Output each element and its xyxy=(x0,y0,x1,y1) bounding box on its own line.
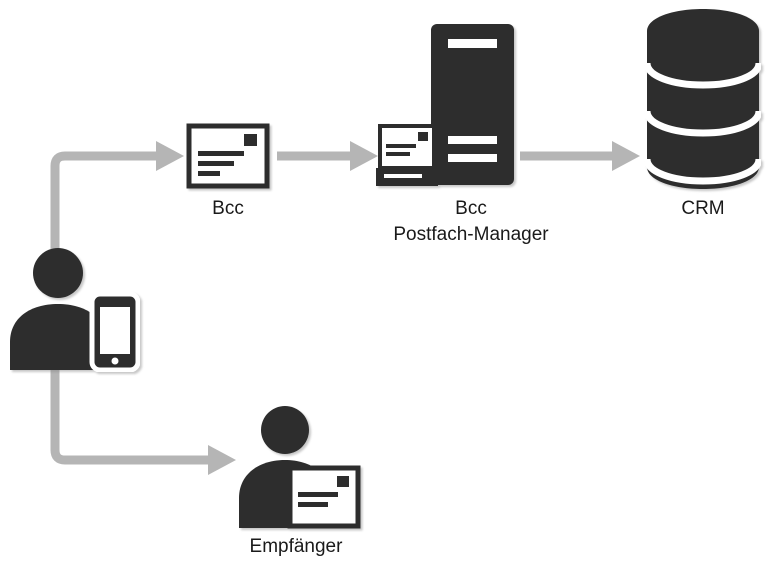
recipient-node xyxy=(238,404,362,534)
sender-node xyxy=(8,246,140,372)
crm-label: CRM xyxy=(681,198,725,219)
bcc-mail-label: Bcc xyxy=(212,198,244,219)
arrowhead-to-manager xyxy=(350,141,378,171)
arrowhead-to-bcc xyxy=(156,141,184,171)
envelope-icon xyxy=(186,123,270,189)
crm-node xyxy=(645,7,761,191)
bcc-mail-node xyxy=(186,123,270,189)
person-with-envelope-icon xyxy=(239,406,361,529)
manager-node xyxy=(376,24,516,190)
manager-label-line2: Postfach-Manager xyxy=(393,224,549,245)
server-with-mail-icon xyxy=(376,24,514,186)
arrow-sender-to-recipient xyxy=(50,370,208,465)
person-with-phone-icon xyxy=(10,248,140,372)
manager-label-line1: Bcc xyxy=(455,198,487,219)
arrowhead-to-crm xyxy=(612,141,640,171)
recipient-label: Empfänger xyxy=(249,536,343,557)
arrowhead-to-recipient xyxy=(208,445,236,475)
arrow-sender-to-bcc xyxy=(50,151,156,252)
manager-label: Bcc Postfach-Manager xyxy=(375,196,567,248)
database-icon xyxy=(645,9,761,189)
